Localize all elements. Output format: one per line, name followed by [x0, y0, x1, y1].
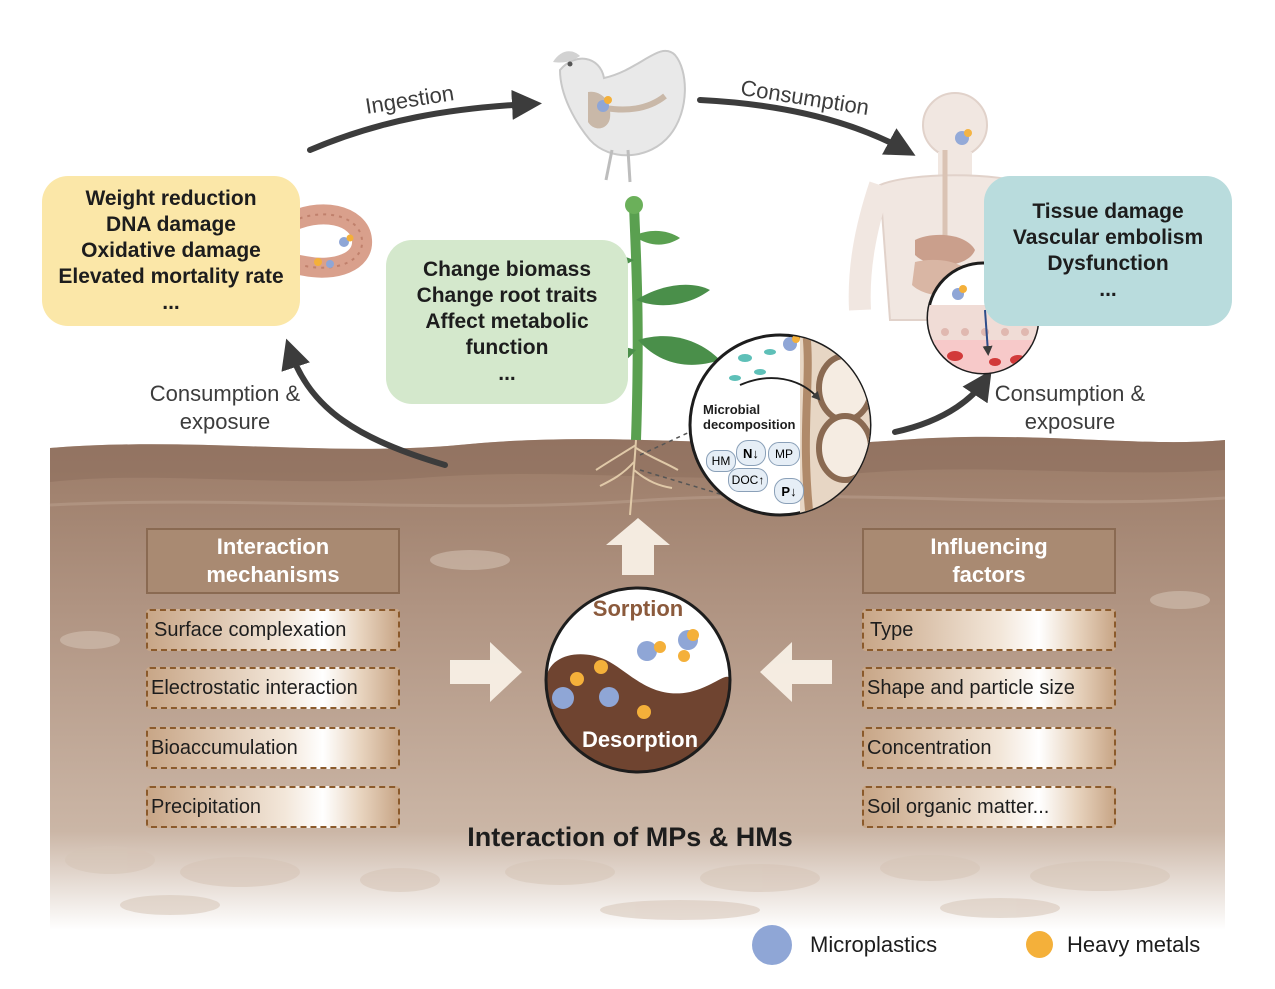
factor-item: Concentration — [862, 727, 1116, 769]
main-title: Interaction of MPs & HMs — [467, 822, 793, 852]
right-exposure-arrow — [892, 370, 992, 435]
factor-item: Shape and particle size — [862, 667, 1116, 709]
flow-arrows — [281, 89, 992, 468]
interaction-mechanisms-header: Interaction mechanisms — [146, 528, 400, 594]
human-effect-3: Dysfunction — [1047, 252, 1169, 275]
factor-item: Soil organic matter... — [862, 786, 1116, 828]
influencing-factors-header: Influencing factors — [862, 528, 1116, 594]
worm-effect-3: Oxidative damage — [81, 239, 261, 262]
right-inflow-arrow — [760, 642, 832, 702]
mechanism-item: Bioaccumulation — [146, 727, 400, 769]
factor-item: Type — [862, 609, 1116, 651]
worm-effect-2: DNA damage — [106, 213, 236, 236]
heavy-metals-legend-label: Heavy metals — [1067, 932, 1201, 957]
left-exposure-line-2: exposure — [179, 409, 271, 434]
left-inflow-arrow — [450, 642, 522, 702]
plant-effect-4: function — [465, 336, 549, 359]
right-exposure-line-2: exposure — [1024, 409, 1116, 434]
badge-hm: HM — [706, 450, 736, 472]
mechanism-item: Surface complexation — [146, 609, 400, 651]
plant-effect-more: ... — [498, 362, 516, 385]
sorption-label: Sorption — [592, 596, 684, 621]
human-effects-box: Tissue damage Vascular embolism Dysfunct… — [984, 176, 1232, 326]
badge-doc: DOC↑ — [728, 468, 768, 492]
plant-effect-2: Change root traits — [416, 284, 598, 307]
mechanism-item: Electrostatic interaction — [146, 667, 400, 709]
ingestion-arrow — [307, 89, 542, 153]
left-exposure-label: Consumption & exposure — [135, 380, 315, 436]
human-effect-1: Tissue damage — [1032, 200, 1184, 223]
left-exposure-line-1: Consumption & — [149, 381, 301, 406]
plant-effect-3: Affect metabolic — [425, 310, 589, 333]
desorption-label: Desorption — [581, 727, 699, 752]
mechanisms-header-line-1: Interaction — [216, 534, 330, 559]
badge-p: P↓ — [774, 478, 804, 504]
microbial-title-line-2: decomposition — [703, 417, 796, 432]
heavy-metals-legend-icon — [1026, 931, 1053, 958]
microbial-title-line-1: Microbial — [703, 402, 761, 417]
worm-effect-1: Weight reduction — [85, 187, 257, 210]
factors-header-line-1: Influencing — [930, 534, 1048, 559]
plant-effects-box: Change biomass Change root traits Affect… — [386, 240, 628, 404]
factors-header-line-2: factors — [952, 562, 1026, 587]
mechanisms-header-line-2: mechanisms — [206, 562, 340, 587]
right-exposure-line-1: Consumption & — [994, 381, 1146, 406]
human-effect-more: ... — [1099, 278, 1117, 301]
worm-effect-more: ... — [162, 291, 180, 314]
badge-mp: MP — [768, 442, 800, 466]
chicken-illustration — [553, 49, 686, 183]
left-exposure-arrow — [281, 338, 448, 468]
microplastics-legend-icon — [752, 925, 792, 965]
earthworm-effects-box: Weight reduction DNA damage Oxidative da… — [42, 176, 300, 326]
consumption-arrow — [697, 97, 916, 156]
upward-arrow — [606, 518, 670, 575]
worm-effect-4: Elevated mortality rate — [58, 265, 284, 288]
mechanism-item: Precipitation — [146, 786, 400, 828]
microbial-decomposition-title: Microbial decomposition — [703, 402, 795, 432]
badge-n: N↓ — [736, 440, 766, 466]
plant-effect-1: Change biomass — [422, 258, 592, 281]
right-exposure-label: Consumption & exposure — [980, 380, 1160, 436]
microplastics-legend-label: Microplastics — [810, 932, 938, 957]
sorption-desorption-circle — [544, 586, 732, 774]
human-effect-2: Vascular embolism — [1012, 226, 1204, 249]
